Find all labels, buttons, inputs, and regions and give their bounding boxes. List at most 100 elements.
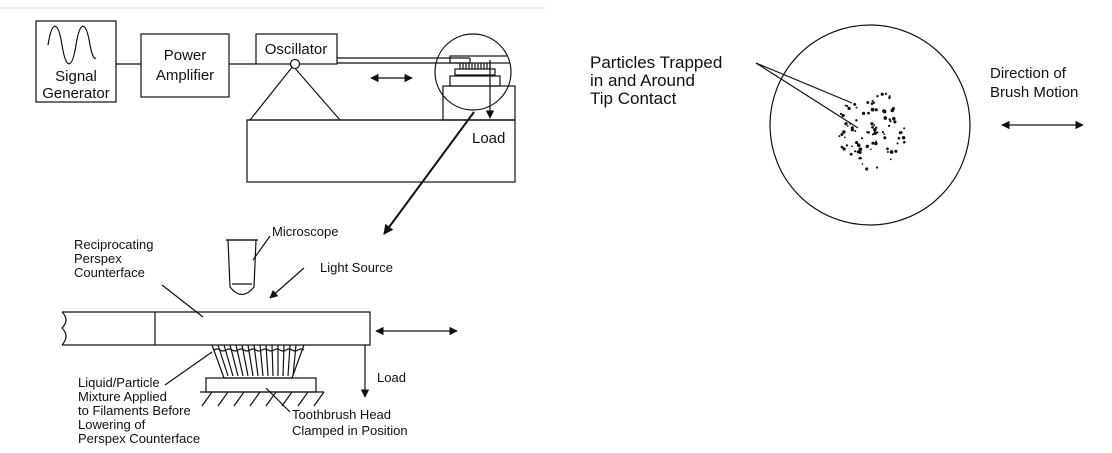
particle-dot xyxy=(898,131,902,135)
particle-dot xyxy=(849,152,853,156)
particle-dot xyxy=(903,140,906,144)
particle-dot xyxy=(903,127,906,130)
particle-dot xyxy=(840,133,844,136)
oscillator-block: Oscillator xyxy=(249,33,341,121)
particle-dot xyxy=(871,125,874,129)
particle-dot xyxy=(897,136,901,140)
base-table xyxy=(246,85,516,183)
particle-dot xyxy=(875,140,877,143)
particle-dot xyxy=(873,131,877,135)
particle-dot xyxy=(858,150,862,154)
particle-dot xyxy=(843,136,846,139)
power-amplifier-block: Power Amplifier xyxy=(140,33,230,98)
particle-dot xyxy=(883,133,886,136)
direction-label-1: Direction of xyxy=(990,65,1067,82)
particle-dot xyxy=(842,130,846,134)
light-source-arrow xyxy=(269,267,305,299)
particle-dot xyxy=(854,150,857,153)
magnified-contact-circle xyxy=(434,33,512,111)
particle-dot xyxy=(838,135,841,138)
particle-dot xyxy=(855,119,858,122)
signal-generator-label-1: Signal xyxy=(55,68,97,85)
microscope-label: Microscope xyxy=(272,224,338,239)
particles-label-1: Particles Trapped xyxy=(590,53,722,72)
particle-dot xyxy=(844,122,848,126)
toothbrush-filaments xyxy=(211,344,305,379)
power-amplifier-label-1: Power xyxy=(164,47,207,64)
particle-dot xyxy=(889,158,892,161)
particle-dot xyxy=(851,145,853,148)
particle-dot xyxy=(894,149,898,153)
particle-dot xyxy=(892,116,896,121)
particle-dot xyxy=(847,106,851,110)
particle-dot xyxy=(873,128,877,132)
particle-dot xyxy=(845,144,849,147)
particle-dot xyxy=(875,166,879,169)
mixture-label-4: Lowering of xyxy=(78,417,146,432)
particle-dot xyxy=(860,137,864,140)
particle-dot xyxy=(871,141,875,145)
particle-cluster xyxy=(838,92,906,171)
particle-dot xyxy=(854,130,857,132)
particle-dot xyxy=(870,102,874,105)
toothbrush-label-1: Toothbrush Head xyxy=(292,407,391,422)
particle-dot xyxy=(870,148,872,151)
particle-dot xyxy=(889,150,894,154)
particle-dot xyxy=(880,92,884,96)
contact-view-circle xyxy=(769,24,971,226)
particle-dot xyxy=(888,118,891,121)
particle-dot xyxy=(874,141,878,146)
particle-dot xyxy=(842,147,846,151)
particle-dot xyxy=(870,107,875,112)
particle-dot xyxy=(856,143,861,147)
particle-dot xyxy=(901,136,906,140)
particle-dot xyxy=(865,167,869,171)
toothbrush-label-2: Clamped in Position xyxy=(292,423,408,438)
counterface-label-1: Reciprocating xyxy=(74,237,154,252)
particle-dot xyxy=(886,147,889,151)
particle-dot xyxy=(884,92,888,96)
particle-dot xyxy=(846,125,849,127)
direction-label-2: Brush Motion xyxy=(990,84,1078,101)
particle-dot xyxy=(890,108,895,113)
sine-wave-icon xyxy=(47,25,97,65)
particle-dot xyxy=(876,95,879,98)
particle-dot xyxy=(855,106,858,109)
counterface-label-3: Counterface xyxy=(74,265,145,280)
load-label-detail: Load xyxy=(377,370,406,385)
perspex-counterface xyxy=(61,311,371,346)
particle-dot xyxy=(881,130,885,134)
particle-dot xyxy=(871,99,874,103)
particle-dot xyxy=(883,116,888,120)
particle-dot xyxy=(882,109,886,113)
particle-dot xyxy=(841,113,845,118)
particle-dot xyxy=(872,133,874,136)
counterface-label-2: Perspex xyxy=(74,251,122,266)
particle-dot xyxy=(866,131,869,133)
particle-dot xyxy=(888,95,891,98)
particle-dot xyxy=(850,128,855,132)
particles-label-2: in and Around xyxy=(590,71,695,90)
detail-pointer-arrow xyxy=(383,111,475,235)
signal-generator-label-2: Generator xyxy=(42,85,110,102)
particle-dot xyxy=(855,141,859,145)
load-label-top: Load xyxy=(472,130,505,147)
particle-dot xyxy=(896,142,899,145)
particle-dot xyxy=(870,122,874,126)
particle-dot xyxy=(865,144,870,149)
power-amplifier-label-2: Amplifier xyxy=(156,67,214,84)
particle-dot xyxy=(839,112,843,116)
microscope xyxy=(226,239,258,296)
mixture-label-5: Perspex Counterface xyxy=(78,431,200,446)
mixture-label-3: to Filaments Before xyxy=(78,403,191,418)
particle-dot xyxy=(866,101,870,104)
particle-dot xyxy=(853,102,857,106)
oscillator-label: Oscillator xyxy=(265,41,328,58)
mixture-label-1: Liquid/Particle xyxy=(78,375,160,390)
particle-dot xyxy=(840,145,844,149)
particle-dot xyxy=(858,147,863,152)
particle-dot xyxy=(874,108,878,112)
mixture-label-2: Mixture Applied xyxy=(78,389,167,404)
signal-generator-block: Signal Generator xyxy=(35,20,117,103)
